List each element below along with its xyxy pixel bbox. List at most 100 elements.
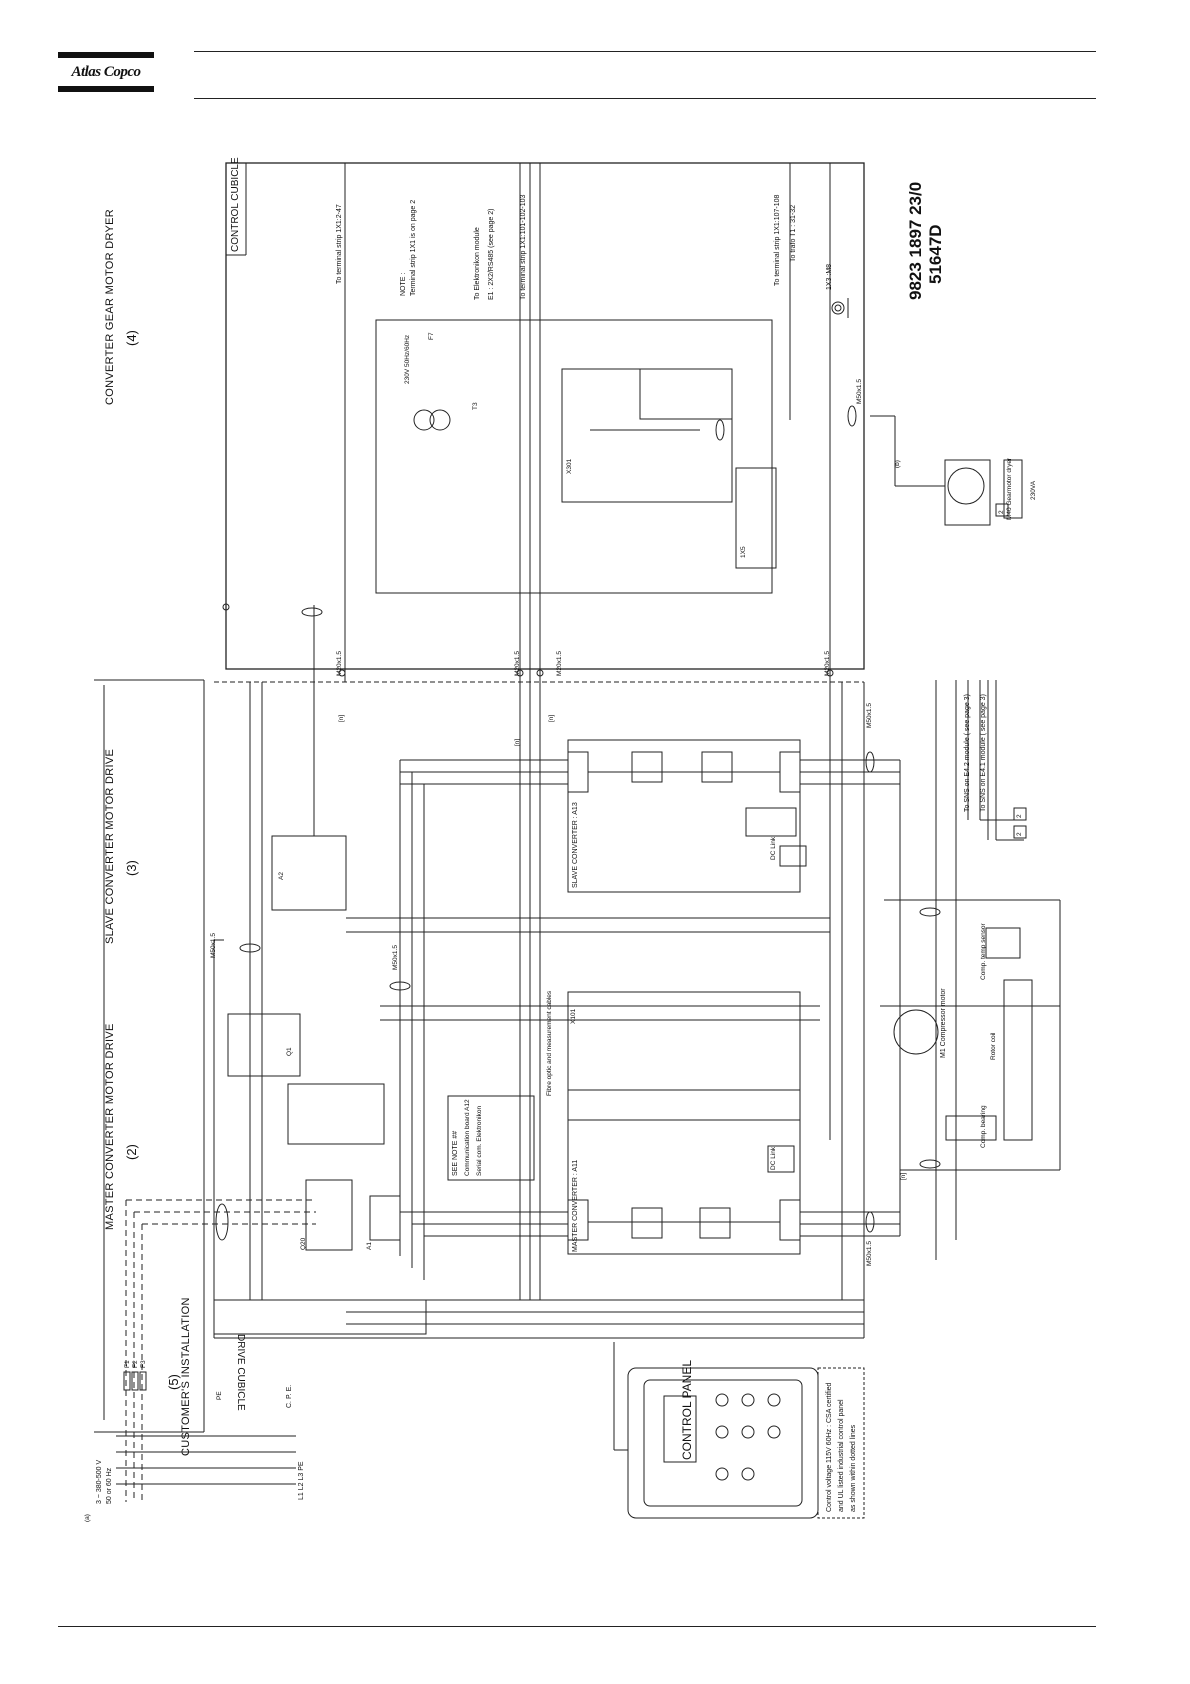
gearmotor-symbol (947, 467, 985, 505)
page-ref-c: 2 (998, 510, 1005, 514)
header-rule-top (194, 51, 1096, 52)
page-ref-b: 2 (1016, 814, 1023, 818)
control-voltage-note: Control voltage 115V 60Hz : CSA certifie… (826, 1382, 833, 1512)
q2-box (271, 835, 347, 911)
atlas-copco-logo: Atlas Copco (58, 52, 154, 98)
gland-label-8: M20x1.5 (556, 651, 563, 676)
note-terminal-strip-3: To terminal strip 1X1:107-108 (774, 194, 781, 286)
drive-cubicle-tag-box (213, 1299, 427, 1335)
drive-cubicle-label: DRIVE CUBICLE (235, 1334, 246, 1411)
slave-converter-label: SLAVE CONVERTER : A13 (572, 802, 579, 888)
dc-link-label-2: DC Link (770, 1146, 777, 1170)
gland-label-4: M50x1.5 (866, 1241, 873, 1266)
note-elektronikon: To Elektronikon module (474, 227, 481, 300)
note-sns-e41: To SNS on E4.1 module ( see page 3) (980, 694, 987, 812)
q1-label: Q1 (286, 1047, 293, 1056)
gland-label-9: M20x1.5 (824, 651, 831, 676)
a2-label: A2 (278, 872, 285, 880)
note-terminal-strip-1: To terminal strip 1X1:2-47 (336, 204, 343, 284)
q1-box (227, 1013, 301, 1077)
note-terminal-strip-2: To terminal strip 1X1:101-102-103 (520, 194, 527, 300)
dotted-lines-note: as shown within dotted lines (850, 1424, 857, 1512)
note-e1-ref: E1 : 2X2/RS485 (see page 2) (488, 208, 495, 300)
x5-label: 1X5 (740, 546, 747, 558)
ul-listed-note: and UL listed industrial control panel (838, 1399, 845, 1512)
n-label-4: [n] (900, 1172, 907, 1180)
fuse-f3: F3 (140, 1360, 147, 1368)
gland-label-5: M50x1.5 (856, 379, 863, 404)
x301-label: X301 (566, 458, 573, 474)
control-cubicle-border (225, 162, 865, 670)
ground-terminal-1x3 (831, 301, 845, 315)
control-panel-outer (627, 1367, 819, 1519)
gland-label-3: M50x1.5 (866, 703, 873, 728)
page-ref-a: 2 (1016, 832, 1023, 836)
section-4-title: CONVERTER GEAR MOTOR DRYER (104, 208, 116, 405)
logo-text: Atlas Copco (71, 64, 141, 80)
n-label-2: [n] (514, 738, 521, 746)
supply-frequency: 50 or 60 Hz (106, 1467, 113, 1504)
cpe-label: C. P. E. (286, 1384, 293, 1408)
comp-temp-label: Comp. temp sensor (980, 923, 987, 980)
section-2-title: MASTER CONVERTER MOTOR DRIVE (104, 1023, 116, 1230)
q20-box (305, 1179, 353, 1251)
master-converter-box (567, 991, 801, 1255)
note-trafo: To trafo T1 : 31-32 (790, 204, 797, 262)
t3-label: T3 (472, 402, 479, 410)
terminal-1x5 (735, 467, 777, 569)
document-number: 9823 1897 23/0 (906, 181, 925, 300)
dc-link-label-1: DC Link (770, 836, 777, 860)
section-3-title: SLAVE CONVERTER MOTOR DRIVE (104, 748, 116, 944)
section-3-number: (3) (124, 860, 139, 876)
fuse-f2: F2 (132, 1360, 139, 1368)
supply-lines: L1 L2 L3 PE (298, 1461, 305, 1500)
note-label: NOTE : (400, 272, 407, 296)
bearing-temp-label: Comp. bearing (980, 1105, 987, 1148)
gland-label-7: M20x1.5 (514, 651, 521, 676)
slave-converter-box (567, 739, 801, 893)
b-label: (b) (894, 460, 901, 468)
header-rule-bottom (194, 98, 1096, 99)
note-text: Terminal strip 1X1 is on page 2 (410, 199, 417, 296)
master-converter-label: MASTER CONVERTER : A11 (572, 1159, 579, 1252)
gearmotor-label: M40 Gearmotor dryer (1006, 457, 1013, 520)
gland-label-1: M50x1.5 (210, 933, 217, 958)
n-label-3: [n] (548, 714, 555, 722)
dryer-converter-box (375, 319, 773, 594)
note-ground-1x3: 1X3 :M8 (826, 263, 833, 290)
a1-label: A1 (366, 1242, 373, 1250)
power-230va: 230VA (1030, 480, 1037, 500)
control-panel-display (663, 1395, 697, 1463)
section-5-title: CUSTOMER'S INSTALLATION (180, 1297, 192, 1456)
a2-box (287, 1083, 385, 1145)
section-2-number: (2) (124, 1144, 139, 1160)
footer-rule (58, 1626, 1096, 1627)
rotor-coil-label: Rotor coil (990, 1032, 997, 1060)
compressor-motor-symbol (893, 1009, 939, 1055)
voltage-230: 230V 50Hz/60Hz (404, 334, 411, 384)
control-panel-title: CONTROL PANEL (680, 1359, 694, 1460)
section-4-number: (4) (124, 330, 139, 346)
gland-label-6: M20x1.5 (336, 651, 343, 676)
section-5-number: (5) (166, 1374, 181, 1390)
compressor-motor-label: M1 Compressor motor (940, 988, 947, 1058)
bracket-a: (a) (84, 1514, 91, 1522)
drive-cubicle-left (213, 939, 224, 1338)
logo-bar-top (58, 52, 154, 58)
serial-com-label: Serial com. Elektronikon (476, 1105, 483, 1176)
drawing-number: 51647D (926, 224, 945, 284)
x301-converter (561, 368, 733, 503)
control-cubicle-label: CONTROL CUBICLE (230, 157, 241, 252)
pe-label: PE (216, 1391, 223, 1400)
note-sns-e42: To SNS on E4.2 module ( see page 3) (964, 694, 971, 812)
logo-bar-bottom (58, 86, 154, 92)
x101-label: X101 (570, 1008, 577, 1024)
a1-box (369, 1195, 401, 1241)
f7-label: F7 (428, 332, 435, 340)
supply-voltage: 3 ~ 380-500 V (96, 1459, 103, 1504)
comm-board-label: Communication board A12 (464, 1099, 471, 1176)
comm-board-box (447, 1095, 535, 1181)
q20-label: Q20 (300, 1237, 307, 1250)
fuse-f1: F1 (124, 1360, 131, 1368)
